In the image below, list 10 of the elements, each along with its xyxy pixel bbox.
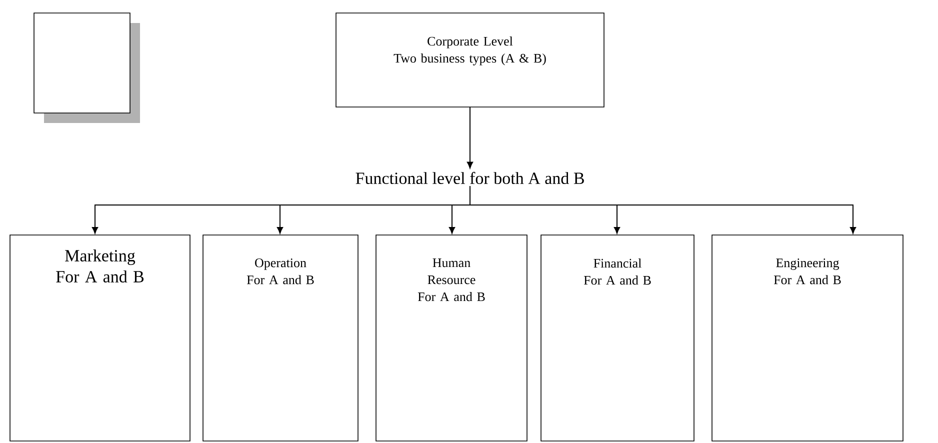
shadowed-box: [34, 12, 140, 123]
process-box: Financial For A and B: [540, 234, 694, 442]
arrow: [470, 186, 856, 234]
process-box: Human Resource For A and B: [376, 234, 528, 442]
process-box: Operation For A and B: [202, 234, 358, 442]
arrow: [466, 106, 474, 168]
process-box: Engineering For A and B: [712, 234, 904, 442]
heading-text: Functional level for both A and B: [356, 172, 584, 184]
process-box: Marketing For A and B: [10, 234, 190, 442]
process-box: Corporate Level Two business types (A & B): [336, 12, 604, 108]
